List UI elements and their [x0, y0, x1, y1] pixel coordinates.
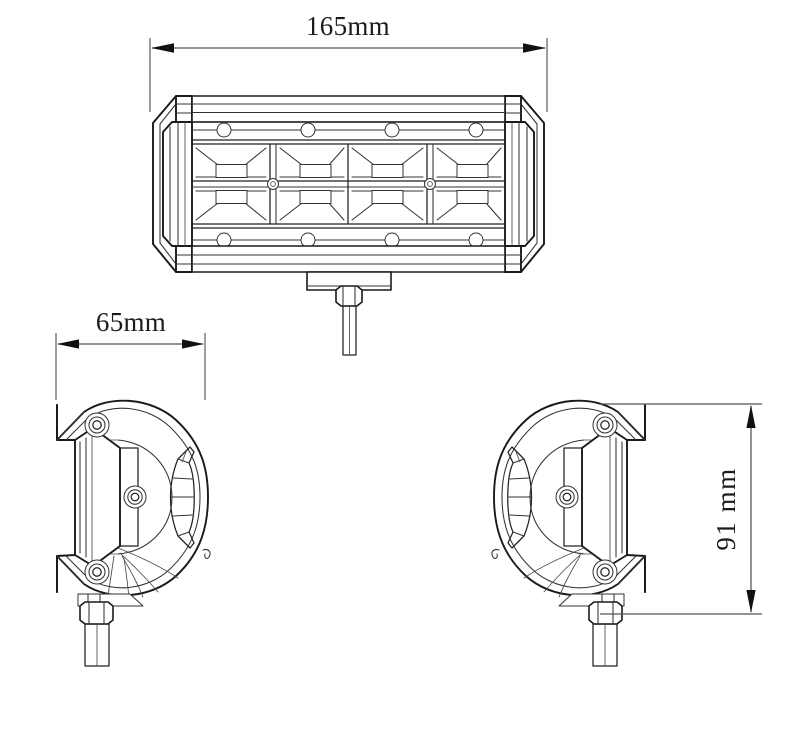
right-heatsink-fins [507, 446, 533, 549]
width-arrow-left [151, 43, 174, 53]
left-side-view [56, 399, 211, 667]
front-led-array [191, 143, 506, 225]
right-housing-clip [491, 548, 500, 559]
led-cell [195, 147, 267, 178]
left-bolt-hole-center [123, 485, 147, 509]
width-dimension: 165mm [149, 11, 548, 112]
depth-arrow-right [182, 339, 204, 349]
width-arrow-right [523, 43, 546, 53]
front-top-rail [191, 95, 506, 145]
right-bolt-hole-center [555, 485, 579, 509]
led-cell [195, 190, 267, 221]
left-stud-mount [77, 593, 144, 667]
height-dimension-label: 91 mm [711, 467, 741, 550]
left-heatsink-fins [169, 446, 195, 549]
height-arrow-top [746, 405, 756, 428]
depth-dimension: 65mm [55, 307, 206, 400]
led-cell [436, 190, 502, 221]
led-cell [436, 147, 502, 178]
right-fan-lines [523, 547, 585, 598]
right-housing-inner-edge [501, 407, 615, 589]
front-right-end-cap [504, 95, 545, 273]
left-housing-clip [202, 548, 211, 559]
right-housing-outline [493, 399, 646, 597]
left-housing-inner-edge [87, 407, 201, 589]
left-bolt-hole-upper [84, 412, 110, 438]
height-dimension: 91 mm [600, 403, 762, 615]
width-dimension-label: 165mm [306, 11, 390, 41]
front-seam-screw [424, 178, 436, 190]
front-seam-screw [267, 178, 279, 190]
height-arrow-bottom [746, 590, 756, 613]
left-bolt-hole-lower [84, 559, 110, 585]
right-stud-mount [558, 593, 625, 667]
led-cell [351, 190, 424, 221]
led-cell [351, 147, 424, 178]
led-cell [279, 147, 345, 178]
left-housing-outline [56, 399, 209, 597]
depth-dimension-label: 65mm [96, 307, 166, 337]
right-bolt-hole-lower [592, 559, 618, 585]
led-cell [279, 190, 345, 221]
right-bolt-hole-upper [592, 412, 618, 438]
depth-arrow-left [57, 339, 79, 349]
front-view [152, 95, 545, 356]
right-side-view [491, 399, 646, 667]
front-mount-bracket [306, 271, 392, 356]
front-bottom-rail [191, 223, 506, 273]
